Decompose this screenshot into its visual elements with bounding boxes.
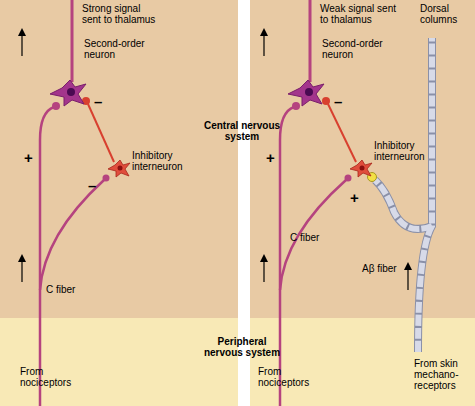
abeta-fiber-outline [418,38,432,352]
synapse-sign: – [334,94,342,109]
synaptic-bouton [292,102,300,110]
synaptic-bouton [345,175,352,182]
synaptic-bouton [103,175,110,182]
synapse-sign: + [266,150,275,165]
synapse-sign: + [350,190,359,205]
output-note: Weak signal sent to thalamus [320,3,400,25]
cns-band [250,0,475,318]
inhibitory-interneuron [108,160,130,177]
cns-band [0,0,238,318]
ascending-axon [309,0,312,82]
synaptic-bouton [52,102,60,110]
direction-arrow [263,32,264,56]
synapse-sign: – [88,178,96,193]
second-order-neuron [288,80,324,106]
c-fiber-branch [280,180,346,290]
pns-band [0,318,238,406]
fiber-label: Aβ fiber [362,263,397,274]
synapse-sign: – [94,94,102,109]
source-label: From nociceptors [258,366,318,388]
synapse-sign: + [24,150,33,165]
abeta-branch-outline [375,180,432,229]
fiber-label: C fiber [46,284,75,295]
neuron-label: Second-order neuron [322,38,392,60]
neuron-label: Inhibitory interneuron [374,140,440,162]
ascending-axon [71,0,74,82]
neuron-label: Inhibitory interneuron [132,150,198,172]
fiber-label: C fiber [290,232,319,243]
pns-band [250,318,475,406]
interneuron-axon [328,104,356,162]
neuron-label: Second-order neuron [84,38,154,60]
direction-arrow [263,258,264,282]
output-note: Strong signal sent to thalamus [82,3,162,25]
source-label: From nociceptors [20,366,80,388]
source-label: From skin mechano- receptors [414,358,472,391]
synaptic-bouton [322,97,330,105]
interneuron-axon [88,104,114,162]
c-fiber-branch [40,180,104,290]
inhibitory-interneuron [350,160,372,177]
direction-arrow [21,258,22,282]
region-label: Peripheral nervous system [198,336,286,358]
pathway-label: Dorsal columns [420,3,472,25]
myelin-sheath [375,180,432,229]
myelin-sheath [418,38,432,352]
direction-arrow [407,266,408,290]
second-order-neuron [50,80,86,106]
direction-arrow [21,32,22,56]
region-label: Central nervous system [198,120,286,142]
